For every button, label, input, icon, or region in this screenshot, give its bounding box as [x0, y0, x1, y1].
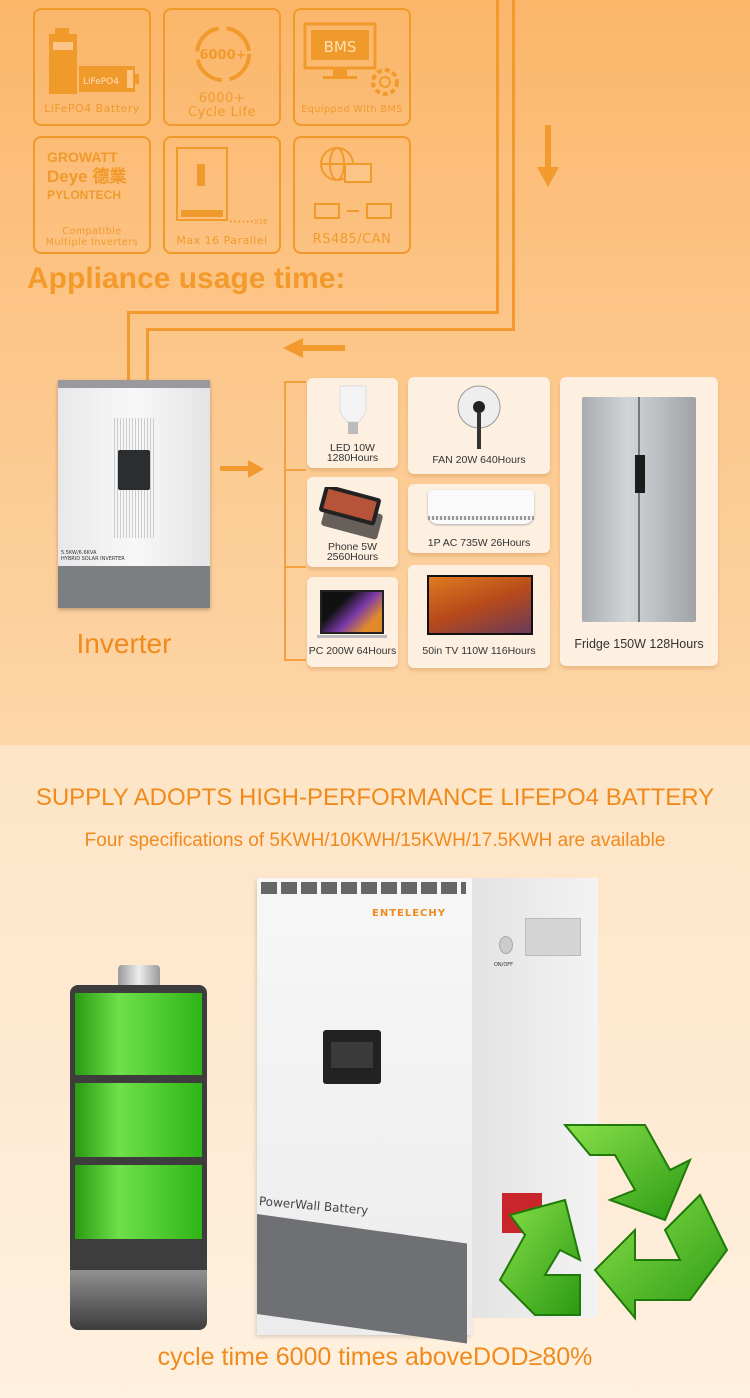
appliance-name: FAN 20W 640Hours — [432, 454, 526, 466]
connector-line — [496, 0, 499, 313]
bracket-tick — [284, 381, 306, 383]
network-icon — [314, 147, 392, 219]
bracket-tick — [284, 469, 306, 471]
appliance-name: Phone 5W — [327, 541, 378, 553]
fan-icon — [457, 385, 501, 449]
svg-text:6000+: 6000+ — [199, 48, 246, 63]
appliance-phone: Phone 5W 2560Hours — [307, 477, 398, 567]
feature-compatible-inverters: GROWATT Deye 德業 PYLONTECH Compatible Mul… — [33, 136, 151, 254]
appliance-heading: Appliance usage time: — [27, 262, 346, 295]
feature-lifepo4-battery: LiFePO4 LiFePO4 Battery — [33, 8, 151, 126]
fridge-icon — [582, 397, 696, 622]
appliance-hours: 1280Hours — [326, 452, 379, 464]
brand-logo: ENTELECHY — [372, 908, 447, 919]
feature-max-parallel: ••••••X16 Max 16 Parallel — [163, 136, 281, 254]
powerwall-battery-image: ENTELECHY ON/OFF PowerWall Battery — [257, 878, 598, 1344]
inverter-type: HYBRID SOLAR INVERTER — [61, 556, 125, 562]
appliance-fridge: Fridge 150W 128Hours — [560, 377, 718, 666]
power-switch[interactable] — [499, 936, 513, 954]
feature-bms: BMS Equipped With BMS — [293, 8, 411, 126]
feature-label: Compatible Multiple Inverters — [45, 226, 139, 248]
bracket-line — [284, 381, 286, 661]
pylontech-logo: PYLONTECH — [47, 188, 122, 202]
bracket-tick — [284, 566, 306, 568]
feature-label: LiFePO4 Battery — [44, 102, 140, 115]
green-battery-icon — [70, 965, 207, 1330]
battery-display — [323, 1030, 381, 1084]
appliance-name: 50in TV 110W 116Hours — [422, 645, 536, 657]
ac-icon — [428, 490, 534, 524]
growatt-logo: GROWATT — [47, 149, 118, 165]
appliance-pc: PC 200W 64Hours — [307, 577, 398, 667]
bracket-tick — [284, 659, 306, 661]
feature-cycle-life: 6000+ 6000+ Cycle Life — [163, 8, 281, 126]
appliance-name: 1P AC 735W 26Hours — [427, 537, 531, 549]
feature-label: Max 16 Parallel — [176, 234, 268, 247]
bms-monitor-icon: BMS — [303, 22, 399, 96]
connector-line — [146, 328, 515, 331]
laptop-icon — [320, 590, 384, 634]
appliance-ac: 1P AC 735W 26Hours — [408, 484, 550, 553]
feature-label: 6000+ Cycle Life — [187, 91, 257, 120]
phone-icon — [319, 487, 383, 540]
inverter-label: Inverter — [76, 628, 172, 659]
connector-line — [146, 328, 149, 382]
recycle-icon — [498, 1124, 729, 1321]
feature-label: RS485/CAN — [312, 232, 392, 247]
svg-text:BMS: BMS — [324, 38, 357, 56]
inverter-model: 5.5KW/6.6KVA — [61, 550, 97, 556]
handle — [525, 918, 581, 956]
appliance-tv: 50in TV 110W 116Hours — [408, 565, 550, 668]
led-bulb-icon — [339, 385, 367, 434]
deye-logo: Deye 德業 — [47, 167, 127, 186]
section-subtitle: Four specifications of 5KWH/10KWH/15KWH/… — [84, 830, 666, 851]
svg-text:••••••X16: ••••••X16 — [229, 218, 268, 226]
section-title: SUPPLY ADOPTS HIGH-PERFORMANCE LIFEPO4 B… — [35, 784, 715, 811]
arrow-right-icon — [220, 460, 264, 478]
battery-icon: LiFePO4 — [49, 28, 139, 94]
switch-label: ON/OFF — [494, 962, 514, 968]
connector-line — [127, 311, 130, 382]
appliance-name: LED 10W — [330, 442, 375, 454]
appliance-name: PC 200W 64Hours — [308, 645, 397, 657]
appliance-hours: 2560Hours — [326, 551, 379, 563]
appliance-led: LED 10W 1280Hours — [307, 378, 398, 468]
arrow-left-icon — [283, 338, 345, 358]
inverter-display — [118, 450, 150, 490]
svg-text:LiFePO4: LiFePO4 — [83, 77, 119, 87]
tv-icon — [427, 575, 533, 635]
feature-label: Equipped With BMS — [301, 104, 403, 115]
feature-rs485-can: RS485/CAN — [293, 136, 411, 254]
arrow-down-icon — [537, 125, 559, 187]
connector-line — [127, 311, 499, 314]
cycle-icon: 6000+ — [195, 26, 251, 82]
appliance-name: Fridge 150W 128Hours — [574, 637, 704, 651]
connector-line — [512, 0, 515, 330]
appliance-fan: FAN 20W 640Hours — [408, 377, 550, 474]
parallel-icon: ••••••X16 — [176, 147, 268, 226]
inverter-image: 5.5KW/6.6KVA HYBRID SOLAR INVERTER — [58, 380, 210, 608]
footer-text: cycle time 6000 times aboveDOD≥80% — [157, 1343, 593, 1371]
